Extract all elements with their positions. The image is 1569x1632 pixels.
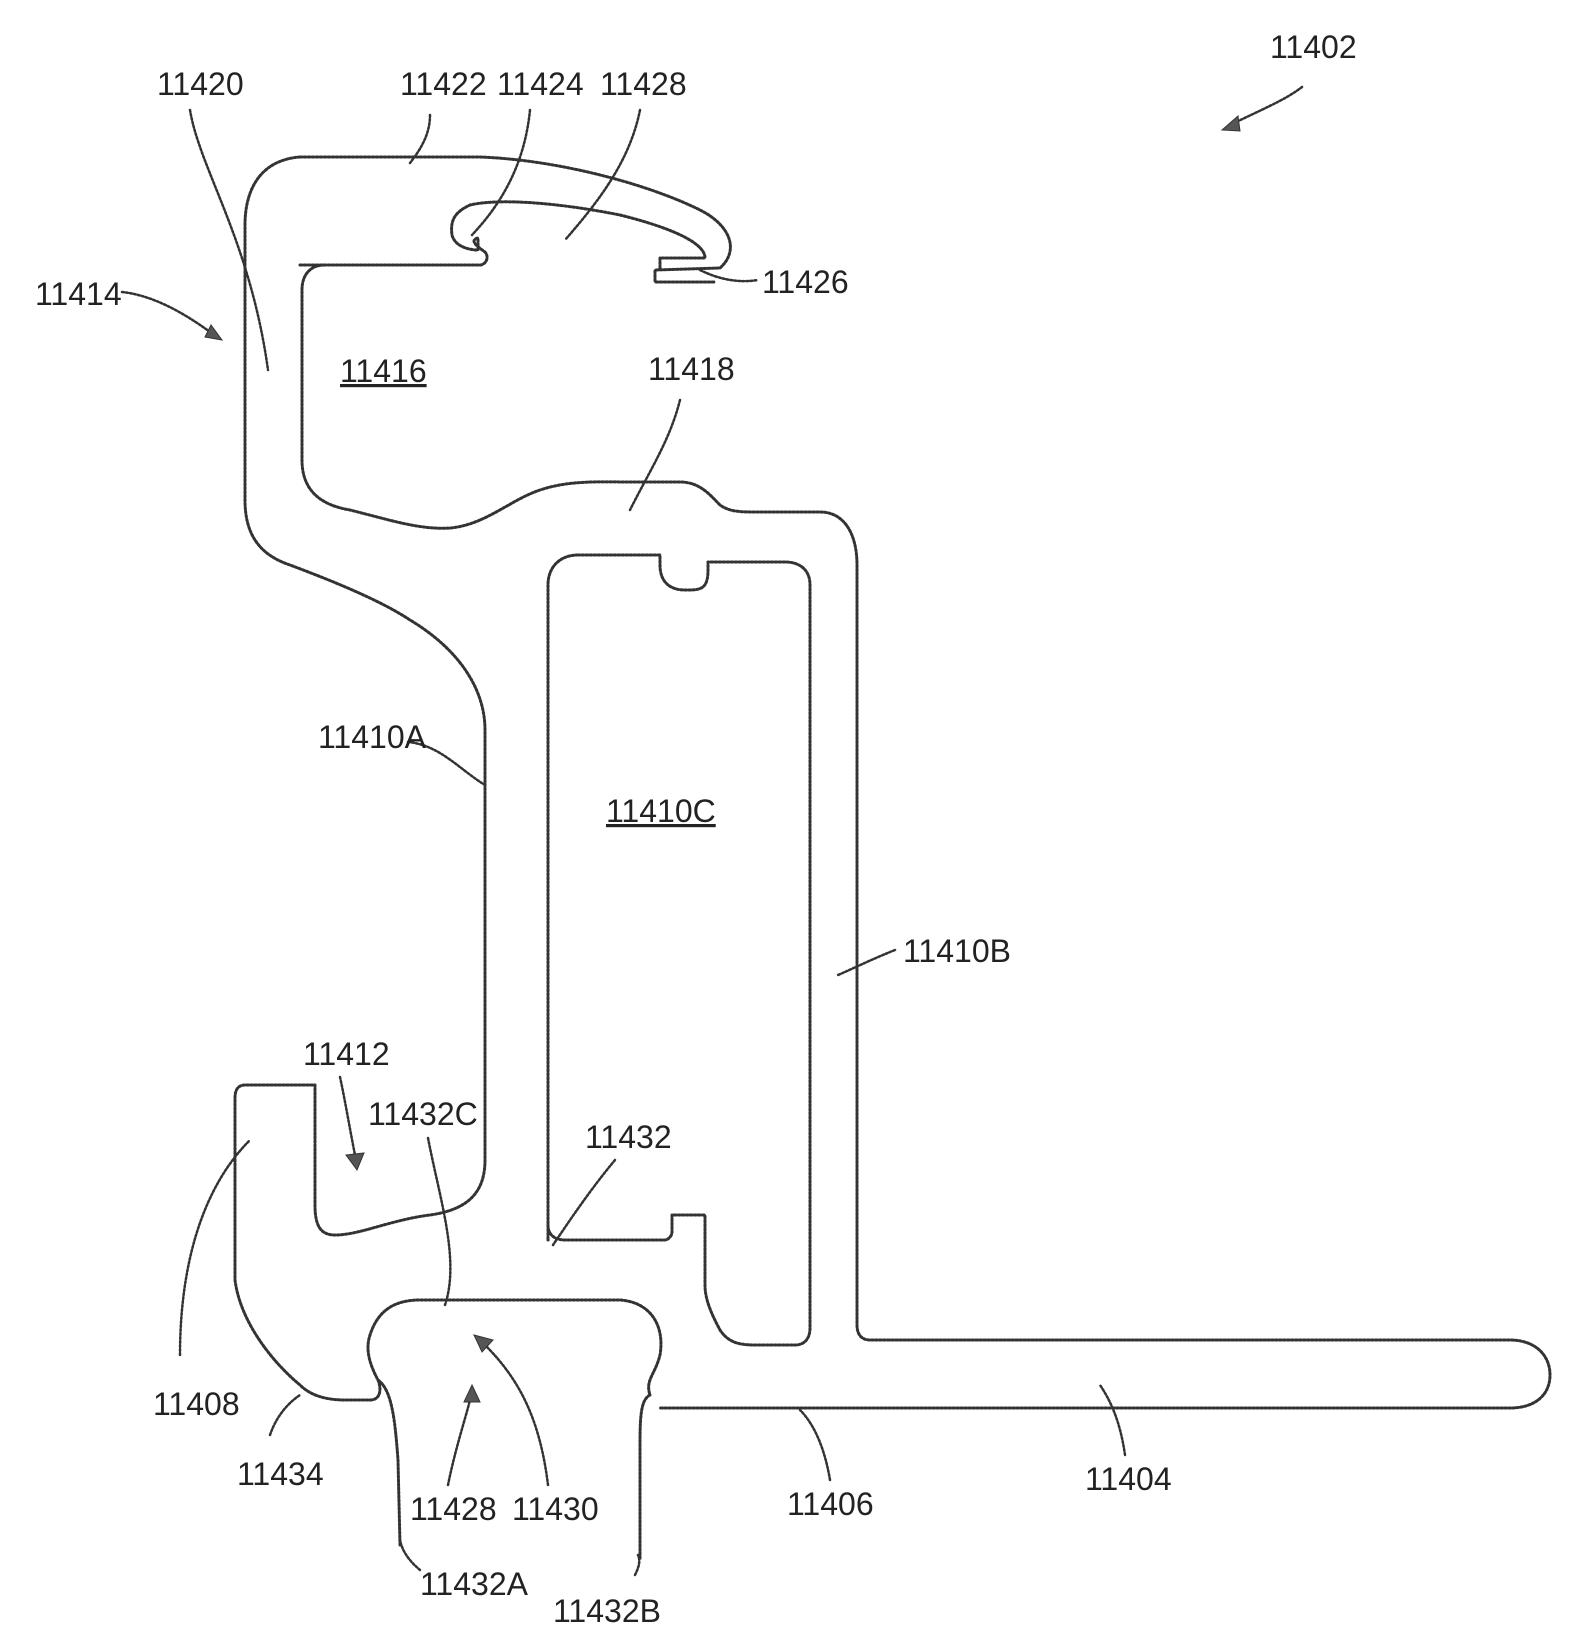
label-11428-top: 11428: [600, 66, 687, 102]
label-11410A: 11410A: [318, 719, 427, 755]
label-11430: 11430: [512, 1491, 599, 1527]
leader-11424: [472, 110, 530, 235]
profile-outer-outline: [235, 157, 730, 1400]
label-11410B: 11410B: [903, 933, 1011, 969]
leader-11432: [553, 1160, 615, 1245]
leader-11432A: [400, 1540, 420, 1570]
label-11432A: 11432A: [420, 1566, 529, 1602]
label-11422: 11422: [400, 66, 487, 102]
label-11414: 11414: [35, 276, 122, 312]
center-chamber-outline: [548, 555, 810, 1345]
leader-11408: [180, 1140, 250, 1355]
label-11432C: 11432C: [368, 1096, 478, 1132]
leader-11420: [190, 110, 268, 370]
label-11432B: 11432B: [553, 1593, 661, 1627]
leader-11428bottom: [448, 1400, 470, 1485]
label-11402: 11402: [1270, 29, 1357, 65]
arrowhead-11414: [205, 325, 222, 340]
leader-11432C: [428, 1138, 450, 1305]
label-11404: 11404: [1085, 1461, 1172, 1497]
label-11418: 11418: [648, 351, 735, 387]
label-11434: 11434: [237, 1456, 324, 1492]
label-11426: 11426: [762, 264, 849, 300]
leader-11402: [1230, 87, 1302, 125]
label-11428-bottom: 11428: [410, 1491, 497, 1527]
leader-11434: [270, 1395, 300, 1435]
leader-11418: [630, 400, 680, 510]
label-11408: 11408: [153, 1386, 240, 1422]
leader-11404: [1100, 1385, 1125, 1455]
label-11412: 11412: [303, 1036, 390, 1072]
leader-11412: [340, 1077, 355, 1155]
label-11432: 11432: [585, 1119, 672, 1155]
arrowhead-11412: [346, 1153, 364, 1170]
leader-11426: [700, 270, 758, 281]
leader-11414: [122, 292, 210, 332]
arrowhead-11402: [1222, 116, 1240, 131]
label-11416: 11416: [340, 353, 427, 389]
leader-11430: [485, 1345, 548, 1485]
upper-chamber-outline: [302, 265, 1550, 1408]
label-11410C: 11410C: [606, 793, 716, 829]
leader-11406: [800, 1410, 830, 1480]
label-11406: 11406: [787, 1486, 874, 1522]
arrowhead-11428bottom: [464, 1385, 480, 1402]
label-11424: 11424: [497, 66, 584, 102]
label-11420: 11420: [157, 66, 244, 102]
top-hook-outline: [300, 202, 705, 270]
leader-11410B: [838, 950, 895, 975]
leader-11432B: [635, 1555, 639, 1575]
